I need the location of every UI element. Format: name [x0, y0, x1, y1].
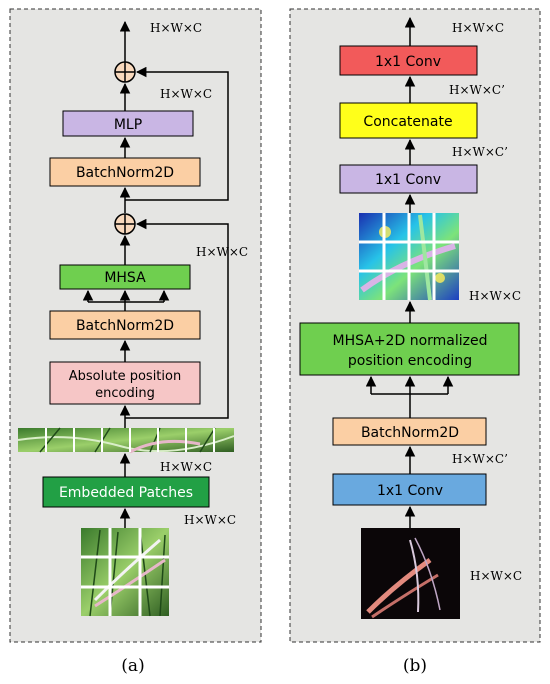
dim-input-b: H×W×C [470, 569, 522, 583]
mhsa-label: MHSA [104, 270, 146, 286]
dim-after-concat: H×W×C’ [449, 83, 505, 97]
add-circle-mid [114, 213, 136, 235]
dim-after-conv-mid: H×W×C’ [452, 145, 508, 159]
batchnorm-bottom-block [49, 310, 201, 340]
qkv-arrows-a [82, 289, 170, 311]
dim-residual-skip: H×W×C [196, 245, 248, 259]
batchnorm-top-label: BatchNorm2D [76, 165, 174, 181]
dim-input-a: H×W×C [184, 513, 236, 527]
conv-mid-block [339, 164, 478, 194]
dim-after-mhsa: H×W×C [469, 289, 521, 303]
mhsa-2d-label-line1: MHSA+2D normalized [333, 333, 488, 349]
mhsa-block [59, 264, 191, 290]
dim-output-b: H×W×C [452, 21, 504, 35]
input-image-grid [81, 528, 169, 617]
embedded-patches-label: Embedded Patches [59, 485, 193, 501]
embedded-patches-block [42, 476, 210, 508]
conv-bottom-block [332, 473, 487, 506]
attention-heatmap-image [359, 213, 459, 301]
concatenate-label: Concatenate [363, 114, 452, 130]
panel-a: H×W×C H×W×C MLP BatchNorm2D H×W×C [9, 8, 262, 643]
patch-strip-image [17, 427, 235, 454]
mlp-label: MLP [114, 117, 142, 133]
caption-a: (a) [121, 656, 144, 676]
conv-mid-label: 1x1 Conv [375, 172, 441, 188]
conv-top-block [339, 45, 478, 76]
mhsa-2d-label-line2: position encoding [348, 353, 472, 369]
batchnorm-b-label: BatchNorm2D [361, 425, 459, 441]
conv-bottom-label: 1x1 Conv [377, 483, 443, 499]
panel-b: H×W×C 1x1 Conv H×W×C’ Concatenate H×W×C’… [289, 8, 541, 643]
abs-pos-label-line2: encoding [95, 386, 155, 401]
skip-connection-bottom [125, 218, 229, 419]
dim-after-conv-bottom: H×W×C’ [452, 452, 508, 466]
batchnorm-b-block [332, 417, 487, 446]
abs-pos-block [49, 361, 201, 405]
caption-b: (b) [403, 656, 427, 676]
qkv-arrows-b [365, 375, 454, 418]
conv-top-label: 1x1 Conv [375, 54, 441, 70]
concatenate-block [339, 102, 478, 139]
batchnorm-top-block [49, 157, 201, 187]
dim-after-patches: H×W×C [160, 460, 212, 474]
input-image-b [361, 528, 460, 619]
batchnorm-bottom-label: BatchNorm2D [76, 318, 174, 334]
add-circle-top [114, 61, 136, 83]
abs-pos-label-line1: Absolute position [69, 369, 181, 384]
mlp-block [62, 110, 194, 137]
mhsa-2d-block [299, 322, 520, 376]
dim-output: H×W×C [150, 21, 202, 35]
skip-connection-top [125, 66, 229, 201]
dim-after-add1: H×W×C [160, 87, 212, 101]
